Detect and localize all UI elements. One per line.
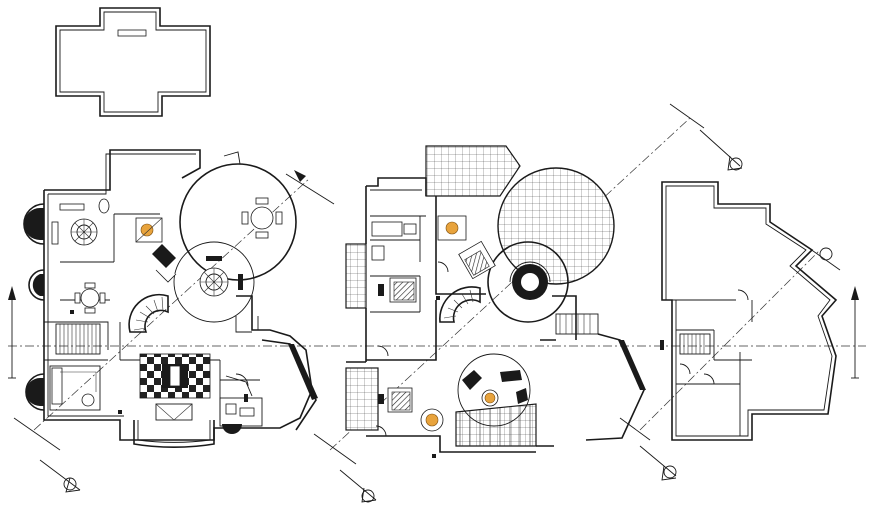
bedroom-3 (378, 387, 413, 413)
first-floor-plan (345, 145, 646, 458)
section-marker-4 (669, 103, 743, 171)
staircase-second-floor (679, 333, 711, 355)
roof-plan (55, 7, 211, 117)
balcony-railing (555, 313, 599, 335)
sofa-set (152, 244, 177, 283)
small-dining-table (74, 282, 106, 314)
reading-corner (420, 408, 444, 432)
orange-table-marker (484, 392, 496, 404)
round-hall-first-floor (487, 241, 569, 323)
tiled-terrace-top (425, 145, 521, 197)
section-arrow-left (8, 286, 16, 379)
section-marker-2 (13, 417, 81, 493)
living-room-round-table (199, 256, 243, 297)
ground-floor-plan (23, 149, 318, 449)
orange-armchair-marker (140, 223, 154, 237)
spiral-staircase-first-floor (439, 286, 481, 323)
bedroom-1 (458, 240, 496, 280)
entrance-foyer (133, 403, 215, 449)
bedroom-2 (378, 277, 417, 303)
bay-window-right (261, 339, 318, 431)
dining-hall (139, 353, 211, 399)
terrace-dining-table (241, 197, 283, 239)
spiral-staircase (128, 293, 169, 333)
section-marker-3 (313, 433, 377, 503)
family-lounge (457, 353, 531, 427)
second-floor-plan (660, 181, 838, 441)
round-living-room (173, 241, 255, 323)
study-corner (437, 215, 467, 241)
utility-room (219, 394, 263, 427)
orange-armchair-marker-2 (445, 221, 459, 235)
section-marker-5 (619, 417, 677, 481)
kitchen (49, 365, 101, 411)
section-arrow-right (851, 286, 859, 379)
bathroom-first-floor (371, 221, 417, 261)
orange-armchair-marker-3 (425, 413, 439, 427)
roof-hatch (117, 29, 147, 37)
section-marker-1 (285, 170, 335, 205)
tiled-circular-terrace (497, 167, 615, 285)
armchair-lounge (135, 217, 163, 243)
straight-staircase (55, 323, 101, 355)
reception-round-table (51, 198, 110, 246)
